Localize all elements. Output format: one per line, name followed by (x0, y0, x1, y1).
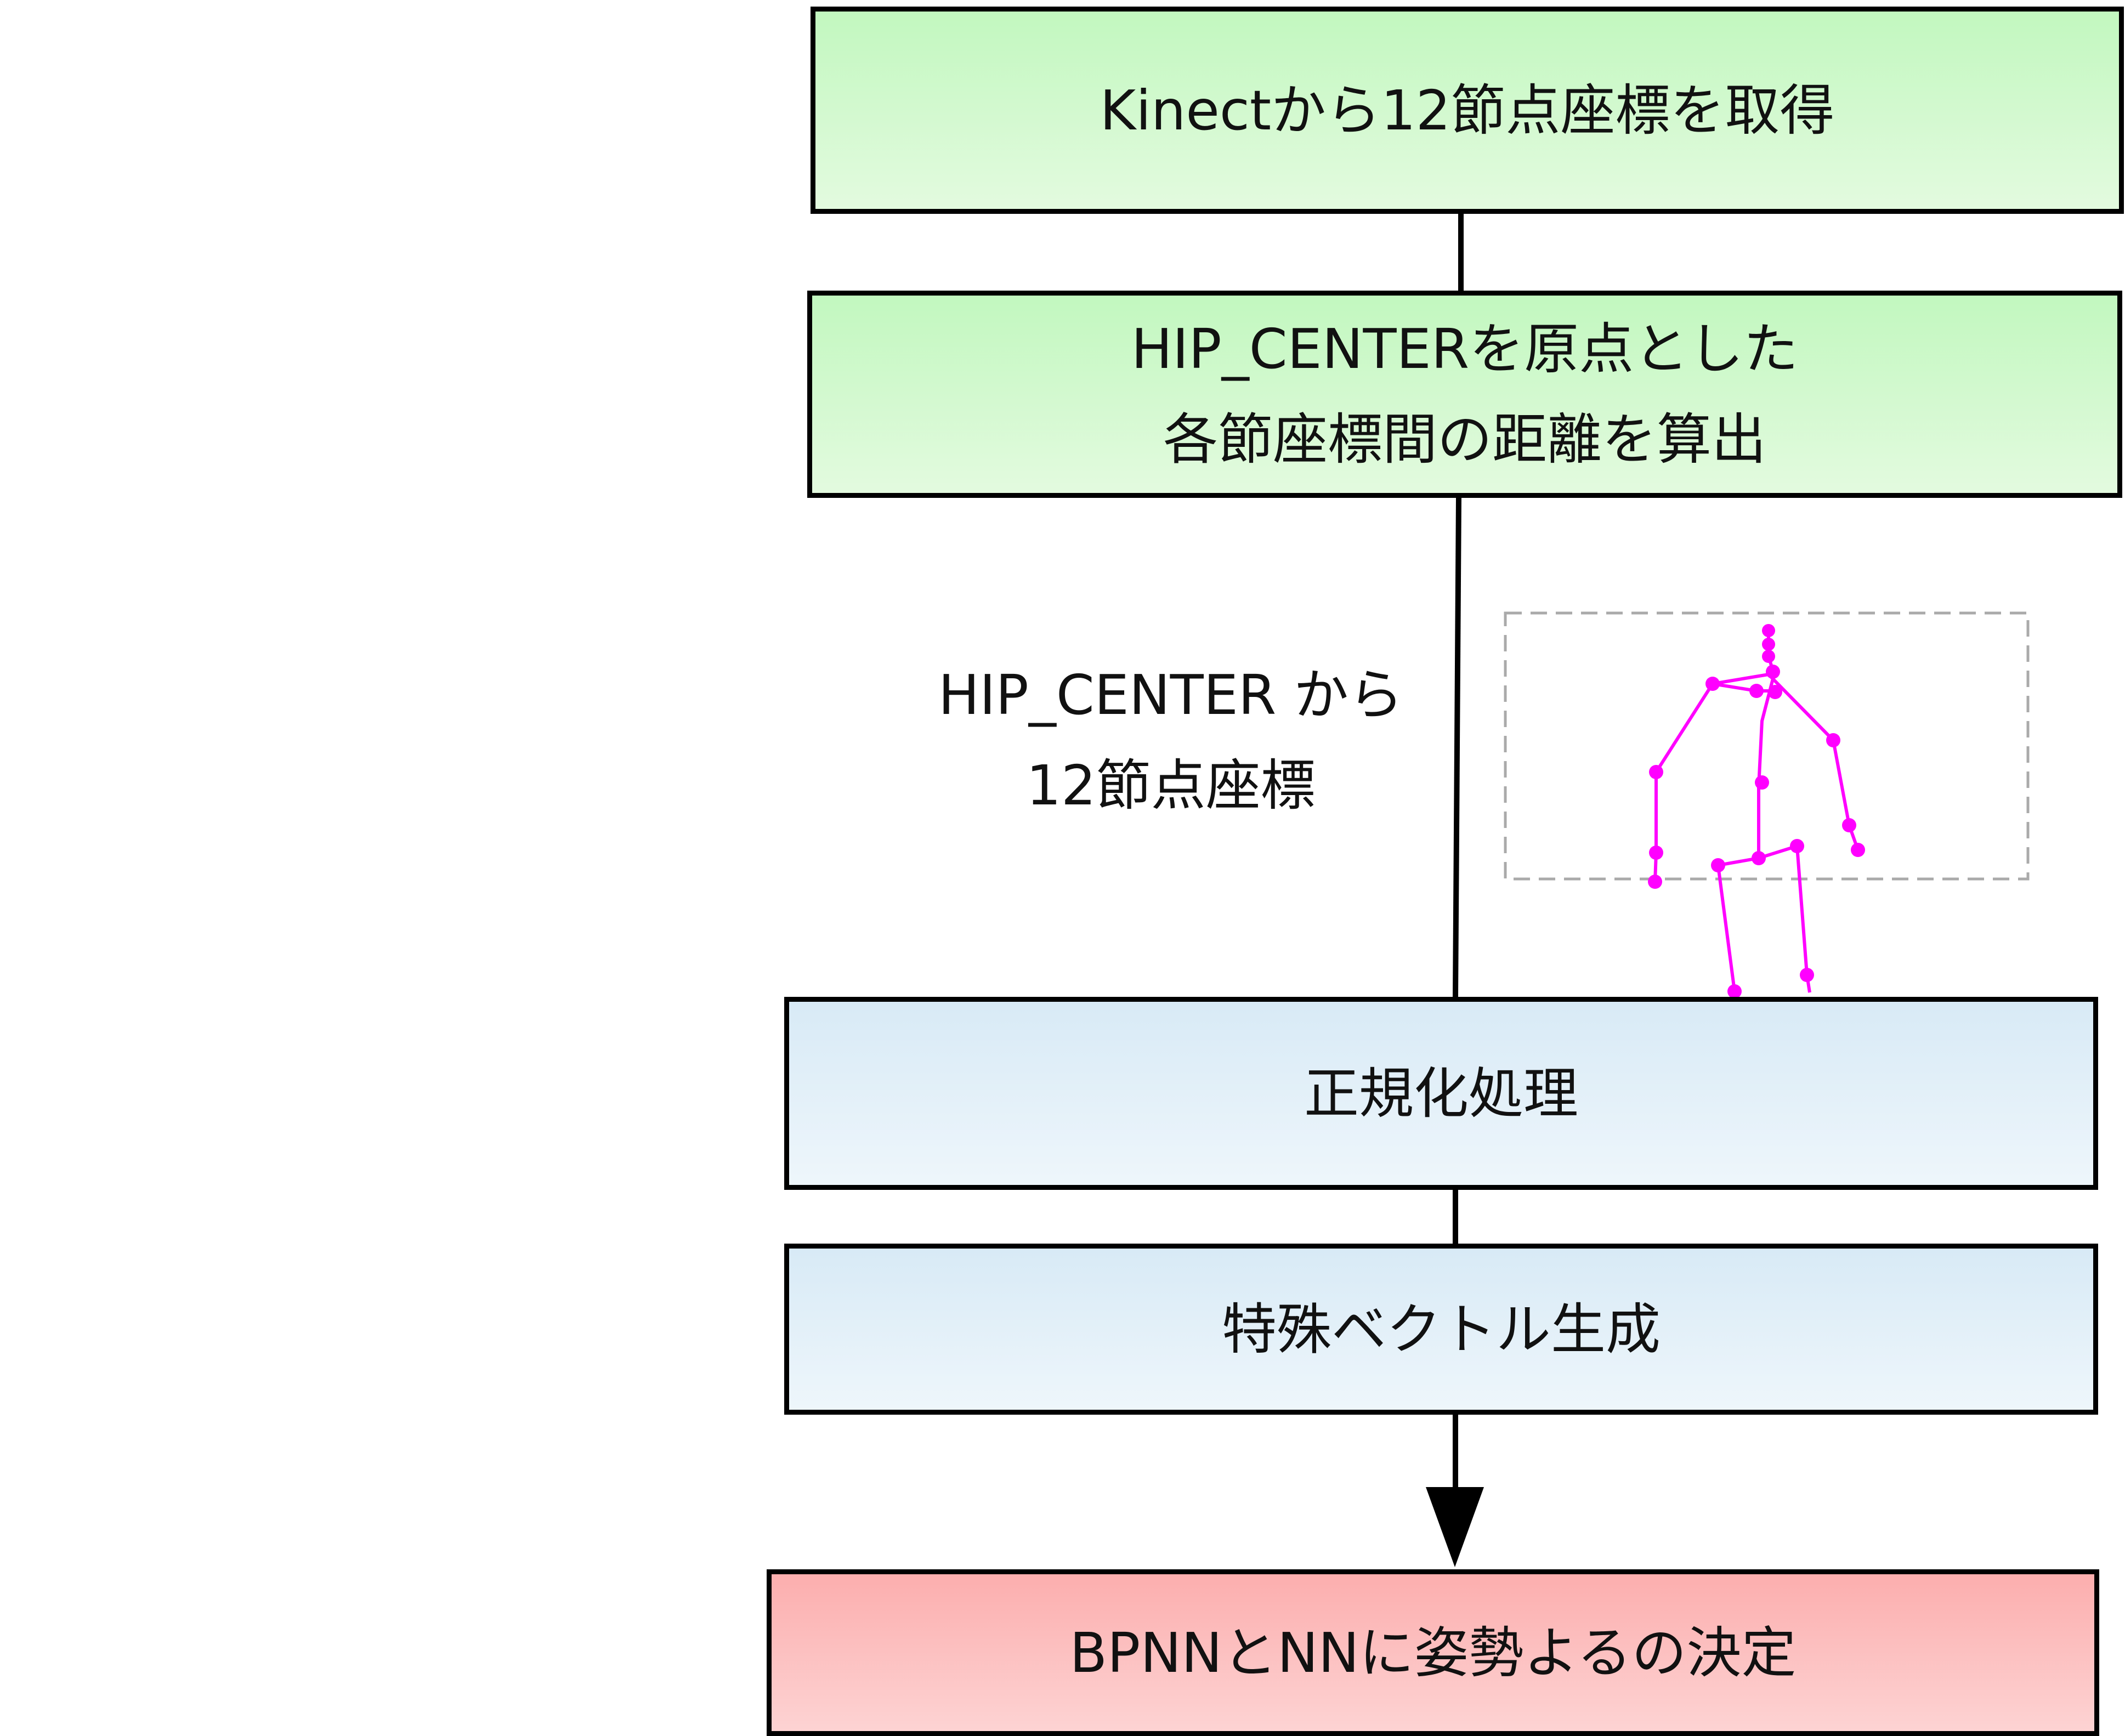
node-decision-label: BPNNとNNに姿勢よるの決定 (1069, 1620, 1797, 1685)
node-decision: BPNNとNNに姿勢よるの決定 (767, 1569, 2099, 1736)
connector-distance-to-normalize (1453, 497, 1461, 997)
node-acquire-coordinates: Kinectから12節点座標を取得 (811, 7, 2124, 214)
node-feature-vector: 特殊ベクトル生成 (784, 1244, 2098, 1415)
node-feature-label: 特殊ベクトル生成 (1222, 1297, 1661, 1361)
edge-label-line1: HIP_CENTER から (938, 663, 1404, 727)
skeleton-dashed-frame (1504, 611, 2030, 881)
node-distance-label-line1: HIP_CENTERを原点とした (1131, 317, 1799, 381)
node-compute-distance: HIP_CENTERを原点とした 各節座標間の距離を算出 (807, 291, 2122, 498)
node-normalize: 正規化処理 (784, 997, 2098, 1190)
edge-label-line2: 12節点座標 (1026, 753, 1316, 818)
node-distance-label-line2: 各節座標間の距離を算出 (1163, 407, 1766, 472)
node-acquire-label: Kinectから12節点座標を取得 (1100, 78, 1835, 143)
node-normalize-label: 正規化処理 (1304, 1061, 1578, 1126)
skeleton-joints (1648, 624, 1865, 999)
arrowhead-down-icon (1426, 1487, 1484, 1567)
edge-label: HIP_CENTER から 12節点座標 (861, 650, 1481, 831)
